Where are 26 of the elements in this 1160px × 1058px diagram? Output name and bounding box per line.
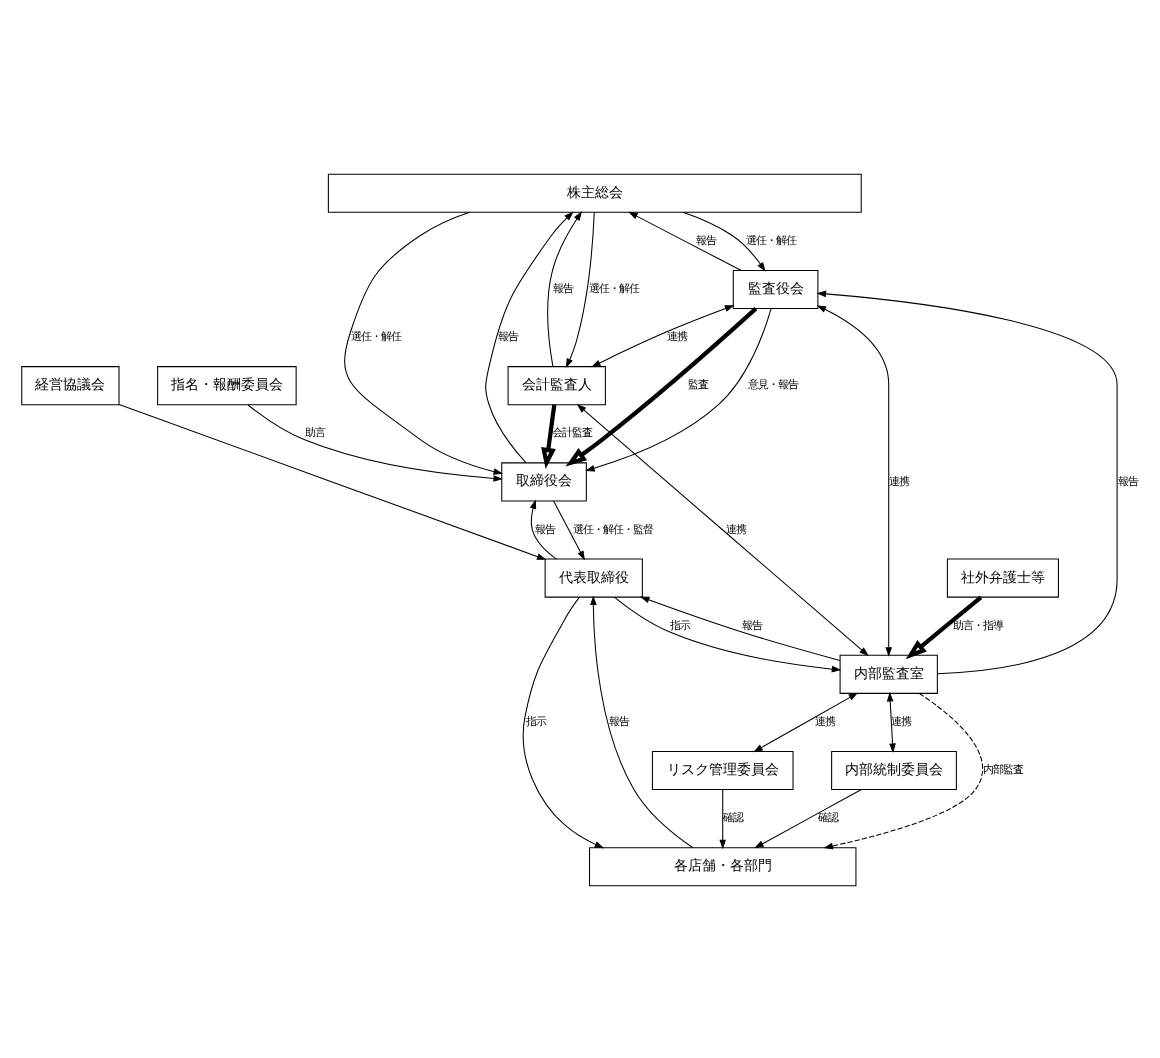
arrow — [753, 691, 859, 752]
arrow — [485, 210, 574, 463]
arrow — [590, 594, 693, 848]
arrow — [628, 210, 742, 270]
arrow — [565, 211, 595, 368]
arrow — [591, 304, 735, 367]
arrow — [553, 499, 585, 560]
arrow — [576, 403, 869, 656]
arrow — [344, 210, 504, 474]
arrow — [118, 402, 547, 559]
arrow — [541, 403, 557, 469]
arrow — [565, 306, 758, 466]
arrow — [823, 691, 983, 849]
arrow — [639, 595, 841, 660]
arrow — [547, 210, 583, 366]
arrow — [614, 595, 842, 672]
arrow — [719, 788, 727, 849]
arrow — [905, 594, 983, 659]
arrow — [816, 304, 893, 656]
arrow — [754, 788, 862, 848]
arrow — [816, 289, 1118, 674]
arrow — [682, 210, 766, 271]
arrow — [529, 498, 557, 559]
arrow — [247, 403, 503, 481]
arrow — [585, 307, 772, 471]
arrow — [522, 595, 605, 848]
